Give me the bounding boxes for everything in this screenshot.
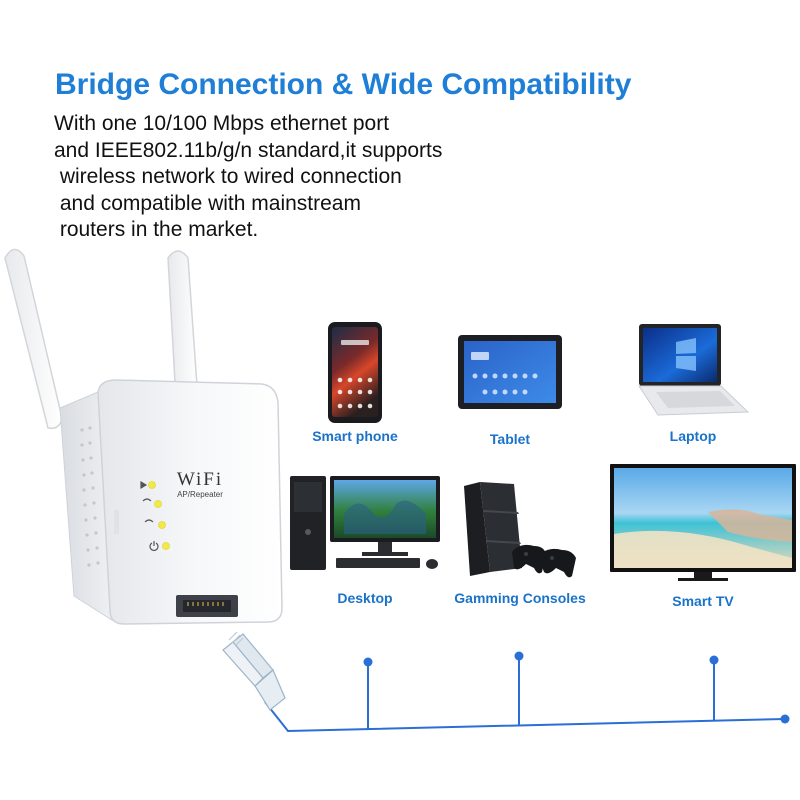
caption-desktop: Desktop xyxy=(337,590,393,606)
tablet-icon xyxy=(458,335,562,409)
caption-smart-phone: Smart phone xyxy=(312,428,398,444)
repeater-device-icon xyxy=(4,248,283,625)
smart-tv-icon xyxy=(610,464,796,581)
description-line: and IEEE802.11b/g/n standard,it supports xyxy=(54,138,443,162)
device-logo-subtitle: AP/Repeater xyxy=(177,490,223,499)
description-line: routers in the market. xyxy=(54,218,259,241)
caption-gaming-consoles: Gamming Consoles xyxy=(454,590,586,606)
description-line: With one 10/100 Mbps ethernet port xyxy=(54,112,390,135)
desktop-computer-icon xyxy=(290,476,440,570)
ethernet-plug-icon xyxy=(222,631,286,711)
description: With one 10/100 Mbps ethernet port and I… xyxy=(54,111,534,244)
description-line: wireless network to wired connection xyxy=(54,165,402,188)
device-logo: WiFi AP/Repeater xyxy=(160,470,240,500)
laptop-icon xyxy=(638,324,750,416)
headline: Bridge Connection & Wide Compatibility xyxy=(55,68,632,101)
description-line: and compatible with mainstream xyxy=(54,191,361,215)
device-logo-text: WiFi xyxy=(176,469,224,490)
gaming-console-icon xyxy=(464,482,576,578)
smartphone-icon xyxy=(328,322,382,423)
caption-smart-tv: Smart TV xyxy=(672,593,734,609)
caption-tablet: Tablet xyxy=(489,431,531,447)
caption-laptop: Laptop xyxy=(669,428,717,444)
